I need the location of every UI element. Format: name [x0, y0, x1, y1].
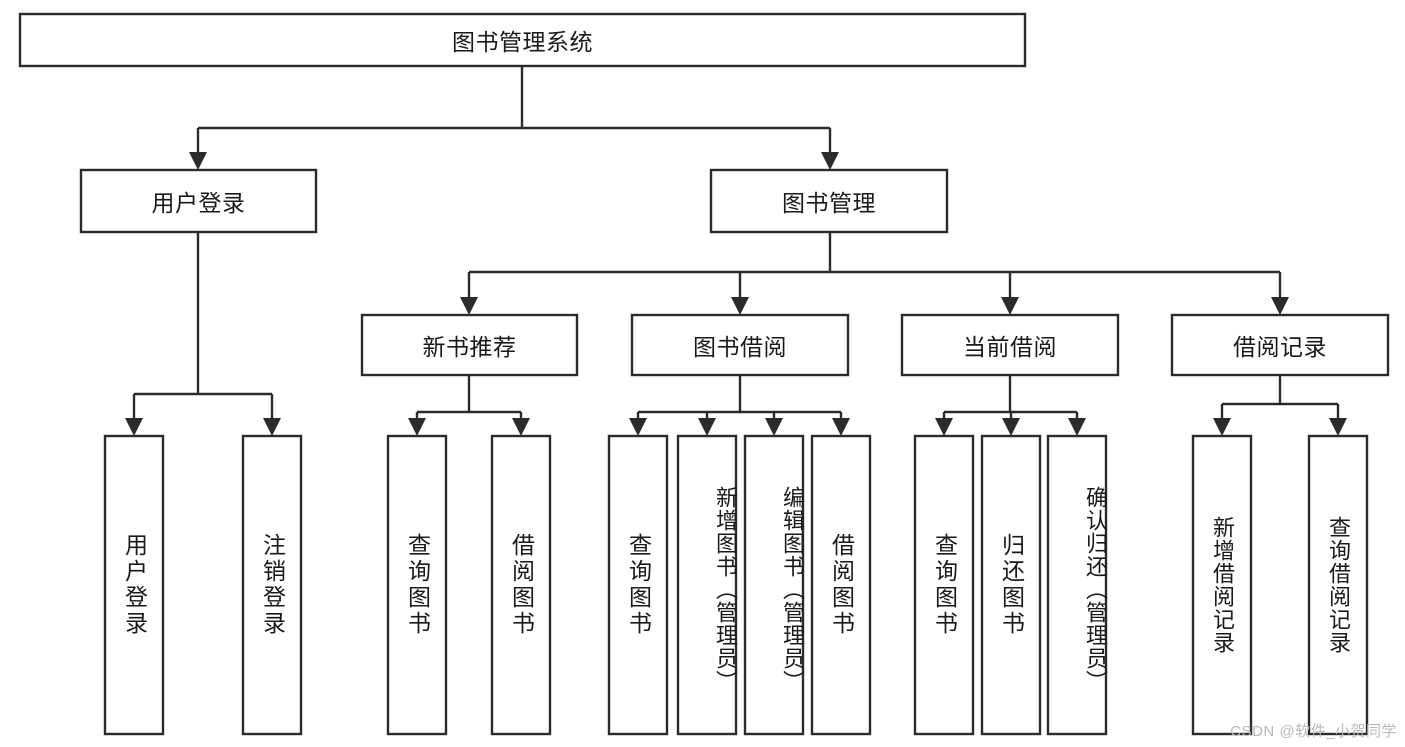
node-box-new-book-rec[interactable] [360, 313, 579, 377]
connector-newbook-to-leaves [408, 375, 530, 436]
node-box-leaf-add-record[interactable] [1191, 434, 1253, 736]
node-box-leaf-query-book-2[interactable] [607, 434, 669, 736]
connector-root-to-level2 [189, 66, 839, 170]
node-box-leaf-borrow-book-2[interactable] [810, 434, 872, 736]
connector-bookmanage-to-level3 [460, 232, 1289, 315]
node-box-leaf-query-book-1[interactable] [386, 434, 448, 736]
node-box-borrow-record[interactable] [1170, 313, 1390, 377]
node-box-leaf-logout[interactable] [241, 434, 303, 736]
connector-currentborrow-to-leaves [935, 375, 1086, 436]
node-box-current-borrow[interactable] [900, 313, 1120, 377]
node-box-leaf-confirm-return[interactable] [1046, 434, 1108, 736]
node-box-user-login[interactable] [79, 168, 318, 234]
node-box-book-borrow[interactable] [630, 313, 850, 377]
connector-userlogin-to-leaves [125, 232, 281, 436]
node-box-leaf-user-login[interactable] [103, 434, 165, 736]
node-box-leaf-edit-book[interactable] [743, 434, 805, 736]
node-box-book-manage[interactable] [709, 168, 949, 234]
node-box-leaf-borrow-book-1[interactable] [490, 434, 552, 736]
node-box-leaf-query-book-3[interactable] [913, 434, 975, 736]
connector-bookborrow-to-leaves [629, 375, 850, 436]
node-box-leaf-return-book[interactable] [980, 434, 1042, 736]
node-box-leaf-add-book[interactable] [676, 434, 738, 736]
connector-borrowrecord-to-leaves [1213, 375, 1347, 436]
node-box-root[interactable] [18, 12, 1027, 68]
node-box-leaf-query-record[interactable] [1307, 434, 1369, 736]
